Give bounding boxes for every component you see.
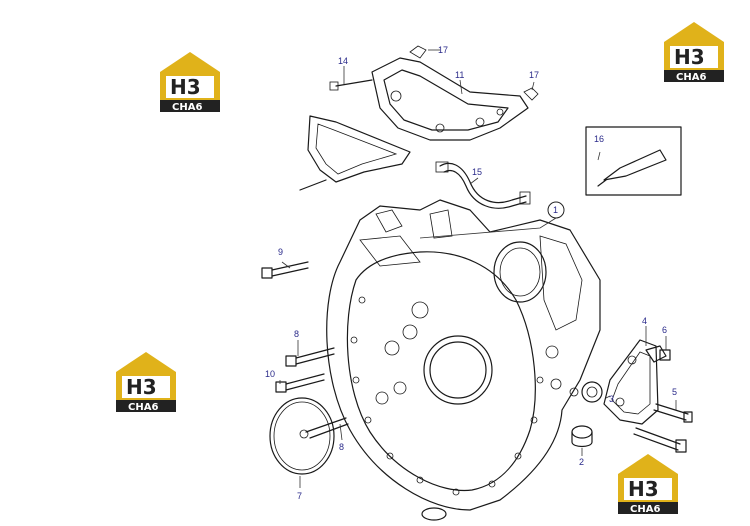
part-5-bolt bbox=[653, 403, 693, 423]
part-6-bolt bbox=[659, 349, 671, 361]
callout-17-right: 17 bbox=[529, 70, 539, 80]
watermark-logo-top-left: H3 CHA6 bbox=[160, 52, 220, 113]
callout-15: 15 bbox=[472, 167, 482, 177]
part-8-bolt-upper bbox=[285, 347, 335, 367]
part-3-4-bracket bbox=[581, 339, 667, 425]
part-11-bracket bbox=[371, 45, 539, 141]
cover-plate bbox=[299, 115, 411, 191]
callout-3: 3 bbox=[609, 394, 614, 404]
callout-11: 11 bbox=[455, 70, 464, 80]
part-7-cover-disc bbox=[269, 397, 335, 475]
callout-8-upper: 8 bbox=[294, 329, 299, 339]
callout-10: 10 bbox=[265, 369, 275, 379]
watermark-logo-mid-left: H3 CHA6 bbox=[116, 352, 176, 413]
watermark-name-text: CHA6 bbox=[630, 504, 660, 515]
callout-6: 6 bbox=[662, 325, 667, 335]
part-2-plug bbox=[571, 425, 593, 448]
watermark-name-text: CHA6 bbox=[676, 72, 706, 83]
callout-7: 7 bbox=[297, 491, 302, 501]
watermark-logo-text: H3 bbox=[628, 477, 659, 501]
watermark-logo-text: H3 bbox=[170, 75, 201, 99]
callout-2: 2 bbox=[579, 457, 584, 467]
callout-17-left: 17 bbox=[438, 45, 448, 55]
part-10-bolt bbox=[275, 373, 325, 393]
watermark-logo-top-right: H3 CHA6 bbox=[664, 22, 724, 83]
callout-16: 16 bbox=[594, 134, 604, 144]
part-9-bolt bbox=[261, 261, 309, 279]
watermark-logo-text: H3 bbox=[126, 375, 157, 399]
watermark-name-text: CHA6 bbox=[128, 402, 158, 413]
callout-1: 1 bbox=[553, 205, 558, 215]
part-15-hose bbox=[435, 161, 531, 209]
callout-5: 5 bbox=[672, 387, 677, 397]
leader-lines bbox=[279, 49, 677, 488]
callout-14: 14 bbox=[338, 56, 348, 66]
callout-9: 9 bbox=[278, 247, 283, 257]
callout-4: 4 bbox=[642, 316, 647, 326]
callout-8-lower: 8 bbox=[339, 442, 344, 452]
watermark-name-text: CHA6 bbox=[172, 102, 202, 113]
part-8-bolt-lower bbox=[305, 417, 349, 439]
watermark-logo-bottom-right: H3 CHA6 bbox=[618, 454, 678, 515]
watermark-logo-text: H3 bbox=[674, 45, 705, 69]
part-14-bolt bbox=[329, 79, 373, 91]
lower-right-bolt bbox=[633, 427, 687, 453]
callout-1-ring bbox=[547, 201, 565, 219]
flywheel-housing bbox=[326, 199, 601, 521]
part-16-sealant-box bbox=[585, 126, 682, 196]
